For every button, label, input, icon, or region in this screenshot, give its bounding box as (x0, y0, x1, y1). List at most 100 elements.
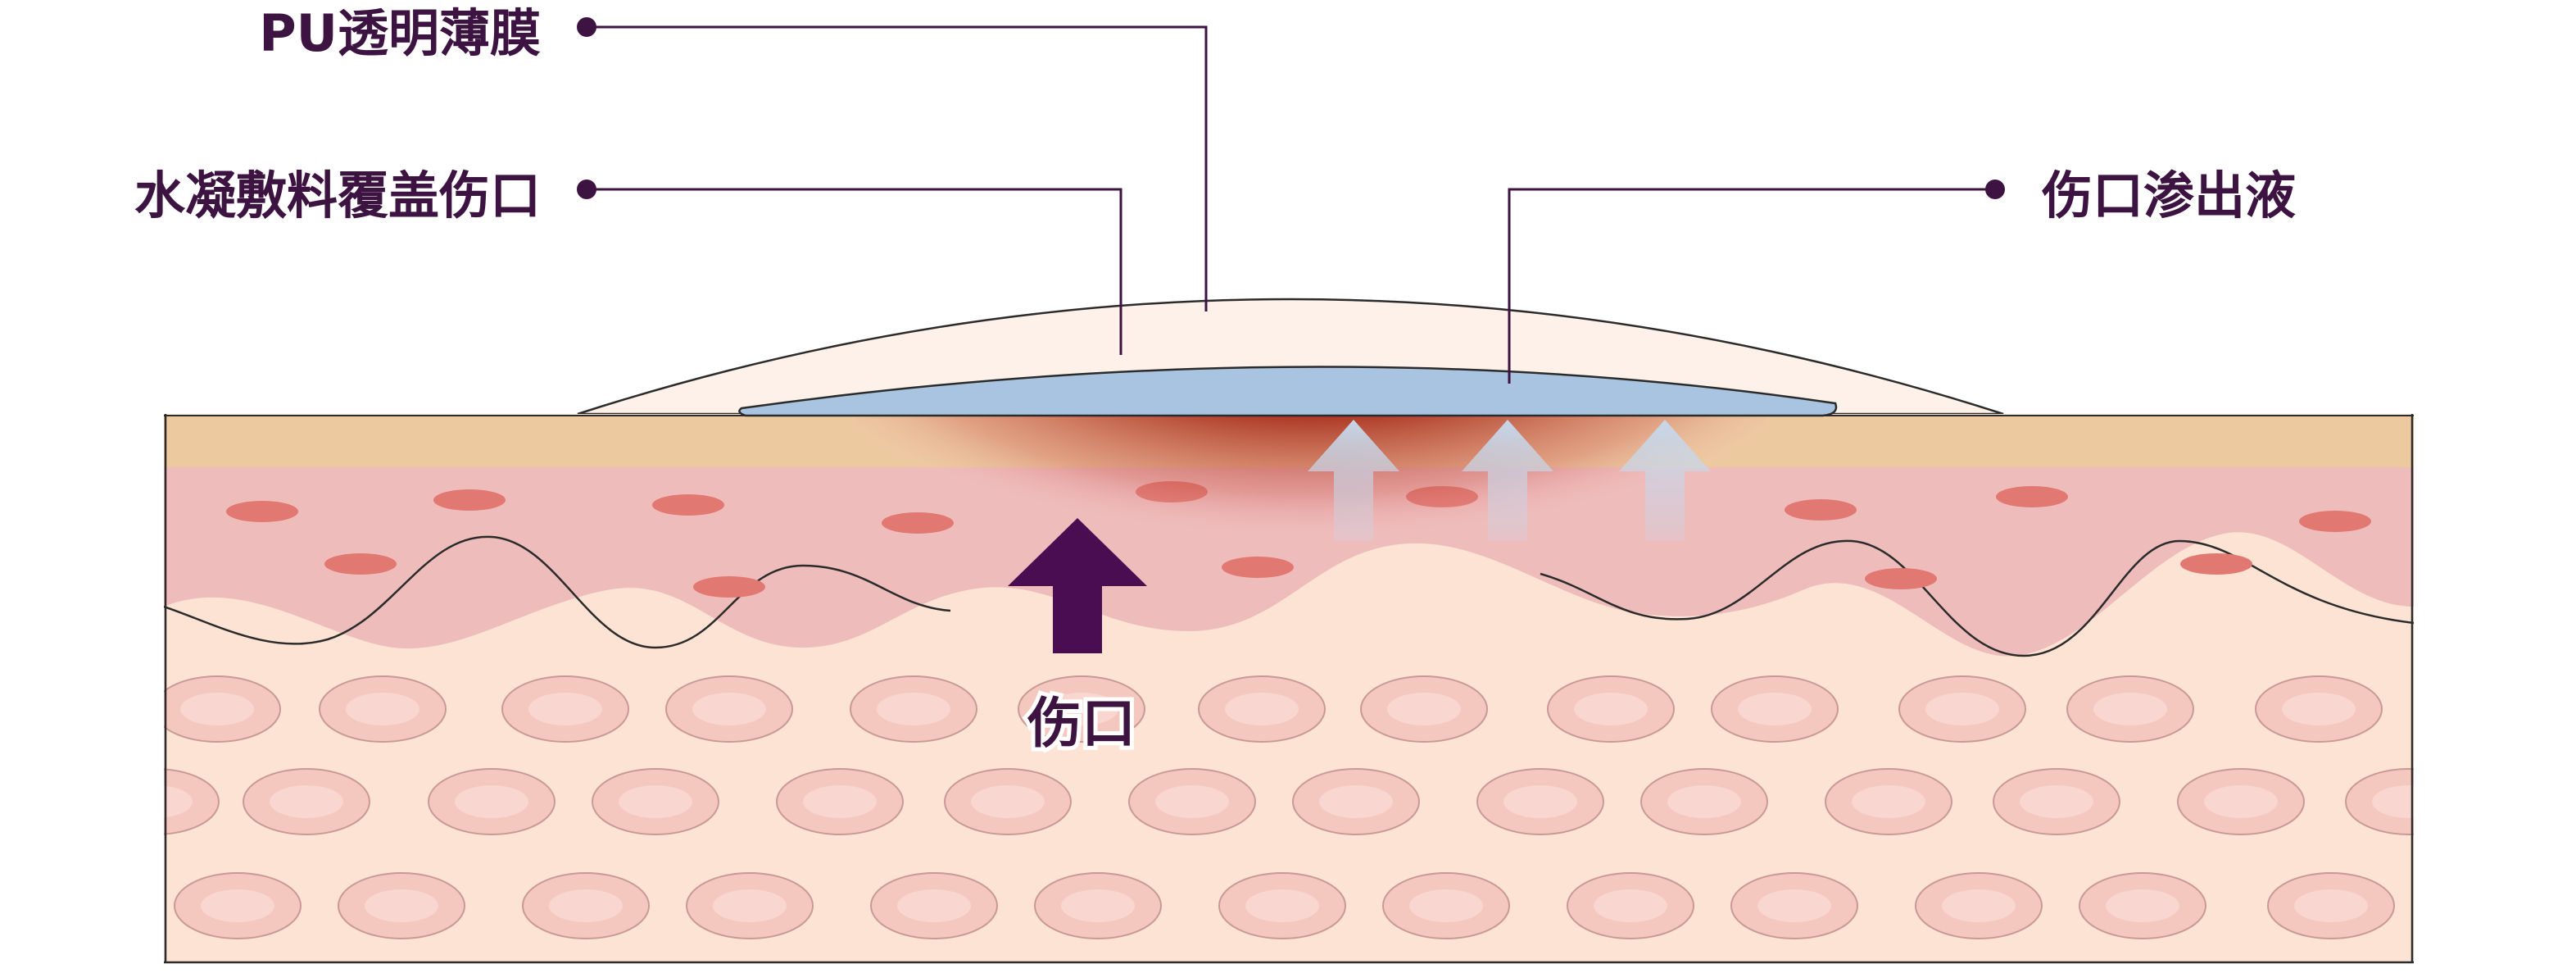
fat-cell (1730, 872, 1858, 939)
fat-cell-nucleus (619, 785, 692, 818)
wound-label: 伤口 (1027, 692, 1136, 755)
fat-cell-nucleus (1574, 693, 1648, 725)
fat-cell (319, 675, 447, 743)
exudate-arrow (1619, 420, 1711, 541)
dermal-spot (2299, 511, 2371, 532)
fat-cell (1567, 872, 1694, 939)
fat-cell (1640, 768, 1768, 835)
hydrogel-dressing-label: 水凝敷料覆盖伤口 (134, 166, 541, 225)
exudate-arrow (1308, 420, 1399, 541)
fat-cell-nucleus (1852, 785, 1925, 818)
fat-cell (2345, 768, 2414, 835)
fat-cell (776, 768, 904, 835)
fat-cell-nucleus (2020, 785, 2093, 818)
fat-cell (1547, 675, 1675, 743)
fat-cell (1018, 675, 1145, 743)
pu-film-leader-dot (577, 17, 596, 37)
dermal-spot (1996, 486, 2068, 507)
fat-cell-nucleus (2106, 889, 2179, 922)
fat-cell-nucleus (1503, 785, 1577, 818)
dermis-boundary-line (164, 535, 2414, 657)
fat-cell (850, 675, 977, 743)
fat-cell-nucleus (455, 785, 528, 818)
fat-cell-nucleus (1155, 785, 1229, 818)
leader-lines (587, 25, 1995, 384)
fat-cell (164, 768, 220, 835)
fat-cell-nucleus (877, 693, 950, 725)
dermal-spot (1785, 499, 1857, 521)
fat-cell (1218, 872, 1346, 939)
wound-arrow (1008, 518, 1147, 653)
fat-cell-nucleus (1925, 693, 1999, 725)
fat-cell-nucleus (1045, 693, 1118, 725)
fat-cell (174, 872, 302, 939)
fat-cell (1898, 675, 2026, 743)
dermal-spot (2180, 553, 2252, 575)
fat-cell (1128, 768, 1256, 835)
fat-cell-nucleus (1319, 785, 1393, 818)
fat-cell (1292, 768, 1420, 835)
fat-cell (2267, 872, 2395, 939)
fat-cell-nucleus (1225, 693, 1299, 725)
fat-cell-nucleus (180, 693, 254, 725)
wound-exudate-label: 伤口渗出液 (2041, 166, 2296, 225)
fat-cell (1711, 675, 1839, 743)
fat-cell (2079, 872, 2206, 939)
fat-cell (1993, 768, 2120, 835)
fat-cell-nucleus (1409, 889, 1483, 922)
fat-cell-nucleus (1245, 889, 1319, 922)
hydrogel-leader (587, 188, 1122, 355)
fat-cell-nucleus (528, 693, 602, 725)
fat-cell (686, 872, 814, 939)
fat-cell-nucleus (2204, 785, 2278, 818)
dermal-spot (226, 501, 298, 522)
fat-cell (338, 872, 465, 939)
fat-cell-outer (164, 768, 220, 835)
fat-cell-nucleus (201, 889, 274, 922)
hydrogel-dressing-layer (738, 366, 1838, 417)
fat-cell (944, 768, 1072, 835)
fat-cell (501, 675, 629, 743)
fat-cell-nucleus (713, 889, 787, 922)
fat-cell-nucleus (971, 785, 1045, 818)
fat-cell-nucleus (897, 889, 971, 922)
pu-film-label: PU透明薄膜 (259, 3, 541, 63)
dermal-spot (433, 489, 506, 511)
fat-cell-nucleus (803, 785, 877, 818)
fat-cell (522, 872, 650, 939)
fat-cell-nucleus (1594, 889, 1667, 922)
hydrogel-leader-dot (577, 180, 596, 199)
skin-tissue (164, 414, 2414, 963)
fat-cell (1825, 768, 1952, 835)
fat-cell (2066, 675, 2194, 743)
dermal-spot (652, 494, 724, 516)
fat-cell (1476, 768, 1604, 835)
exudate-leader-dot (1985, 180, 2005, 199)
fat-cell-nucleus (1757, 889, 1831, 922)
fat-cell-nucleus (2294, 889, 2368, 922)
fat-cell (2255, 675, 2383, 743)
dermal-spot (693, 576, 765, 598)
fat-cell-nucleus (692, 693, 766, 725)
fat-cell-nucleus (2093, 693, 2167, 725)
fat-cell-nucleus (365, 889, 438, 922)
fat-cell (1198, 675, 1326, 743)
pu-film-leader (587, 25, 1208, 311)
dermal-spot (1865, 568, 1937, 589)
fat-cell-nucleus (2282, 693, 2356, 725)
fat-cell (1360, 675, 1488, 743)
fat-cell-nucleus (1942, 889, 2016, 922)
fat-cell (592, 768, 719, 835)
exudate-arrows (1308, 420, 1711, 541)
fat-cell (870, 872, 998, 939)
fat-cells (164, 675, 2414, 939)
exudate-arrow (1462, 420, 1553, 541)
fat-cell-nucleus (1667, 785, 1741, 818)
fat-cell-nucleus (1061, 889, 1135, 922)
fat-cell-nucleus (1738, 693, 1812, 725)
fat-cell (1915, 872, 2043, 939)
fat-cell (1034, 872, 1162, 939)
fat-cell-nucleus (1387, 693, 1461, 725)
